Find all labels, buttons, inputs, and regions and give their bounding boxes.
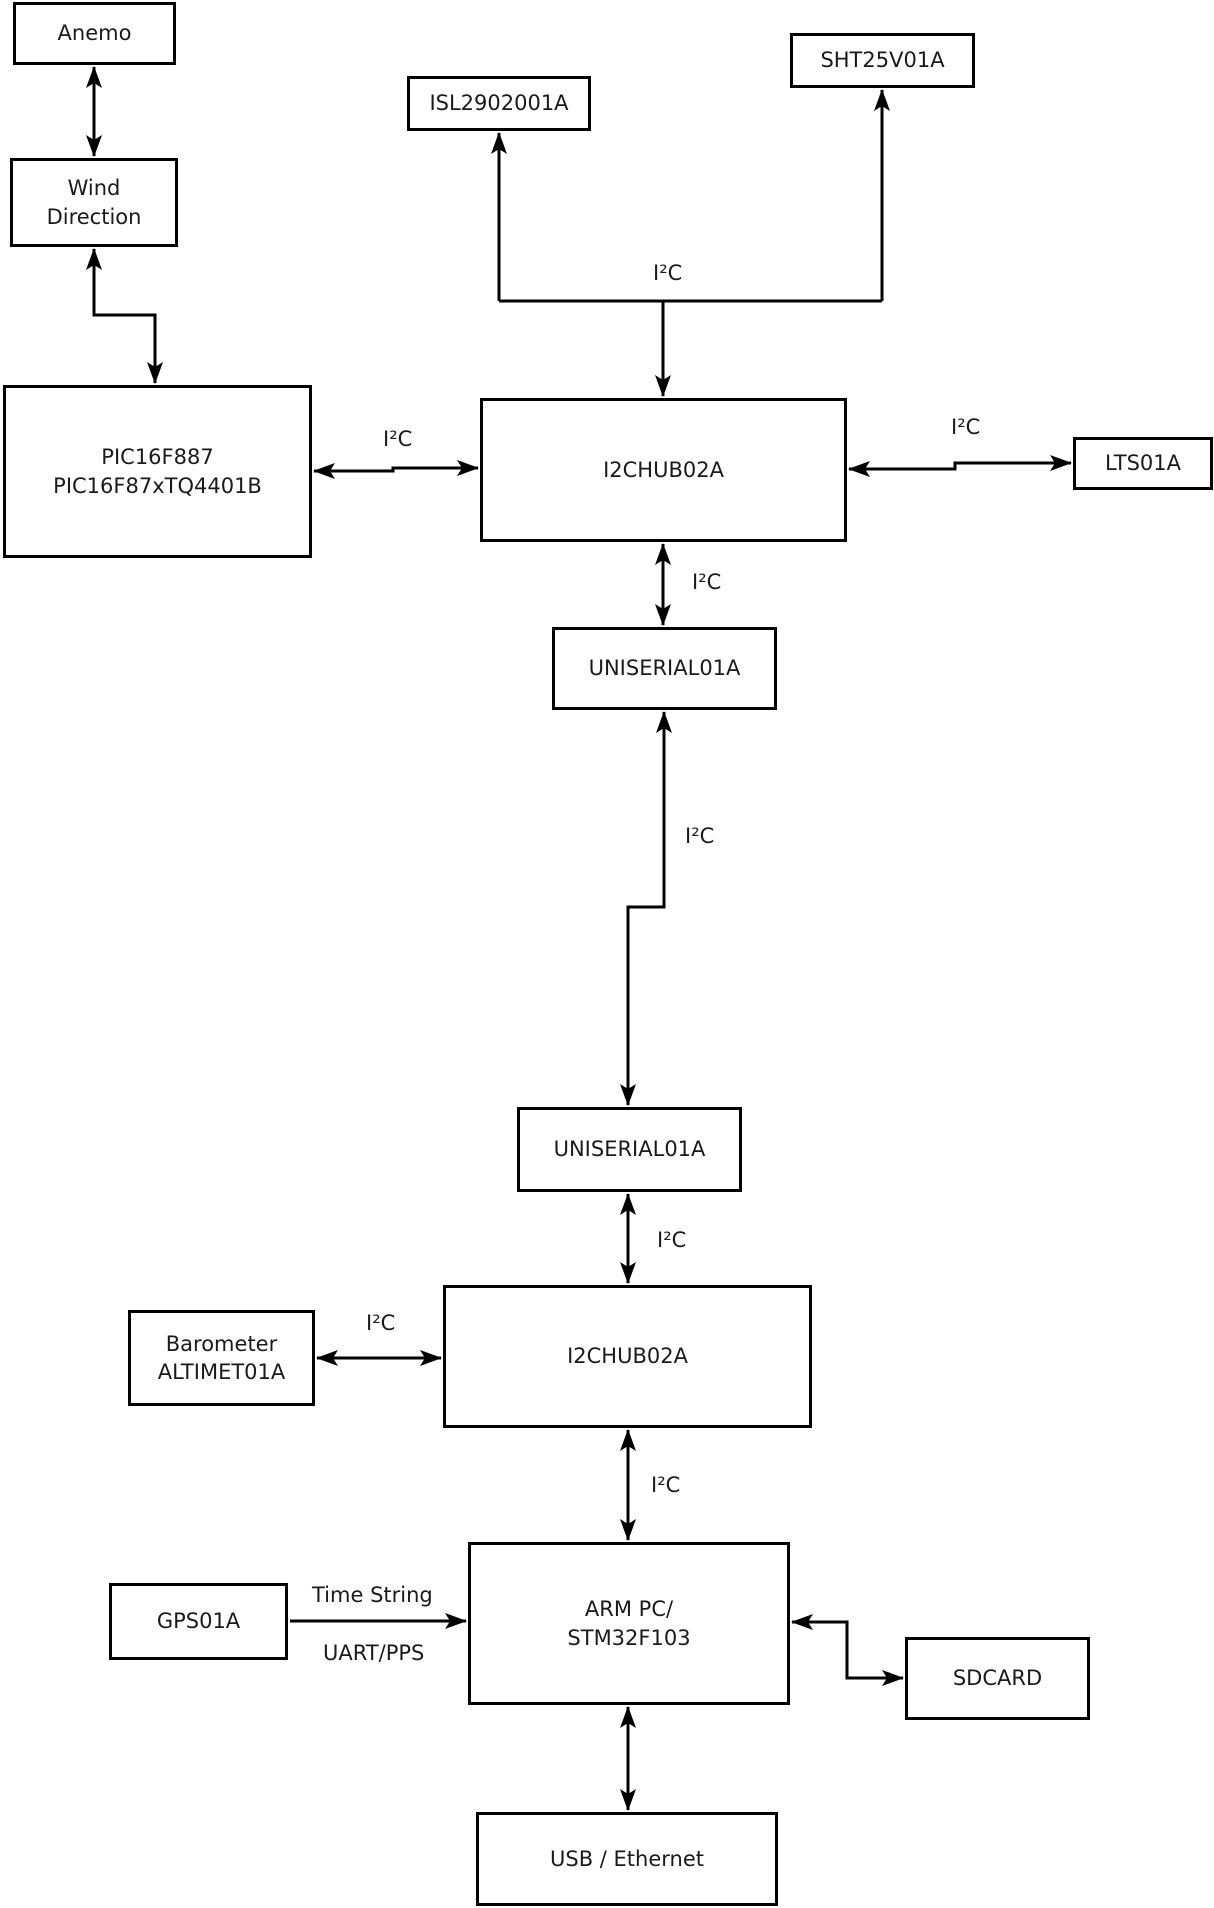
node-anemo: Anemo	[13, 2, 176, 65]
node-lts01a: LTS01A	[1073, 437, 1213, 490]
node-uniserial01a-bottom: UNISERIAL01A	[517, 1107, 742, 1192]
label-i2c-hub2-arm: I²C	[651, 1473, 681, 1497]
node-wind-direction: Wind Direction	[10, 158, 178, 247]
node-pic16f887: PIC16F887 PIC16F87xTQ4401B	[3, 385, 312, 558]
label-i2c-top-bus: I²C	[653, 261, 683, 285]
label-i2c-uniserial-hub2: I²C	[657, 1228, 687, 1252]
node-gps01a: GPS01A	[109, 1583, 288, 1660]
label-time-string: Time String	[312, 1583, 433, 1607]
edge-i2chub-lts	[848, 455, 1072, 477]
node-sht25v01a: SHT25V01A	[790, 33, 975, 88]
node-sdcard: SDCARD	[905, 1637, 1090, 1720]
node-isl2902001a: ISL2902001A	[407, 76, 591, 131]
node-usb-ethernet: USB / Ethernet	[476, 1812, 778, 1906]
label-uart-pps: UART/PPS	[323, 1641, 425, 1665]
edge-pic-i2chub	[313, 460, 479, 479]
label-i2c-pic-hub: I²C	[383, 427, 413, 451]
node-uniserial01a-top: UNISERIAL01A	[552, 627, 777, 710]
node-i2chub02a-top: I2CHUB02A	[480, 398, 847, 542]
label-i2c-hub-uniserial: I²C	[692, 570, 722, 594]
node-arm-pc-stm32f103: ARM PC/ STM32F103	[468, 1542, 790, 1705]
label-i2c-long-link: I²C	[685, 824, 715, 848]
edge-armpc-sdcard	[791, 1614, 904, 1686]
edge-winddirection-pic	[86, 248, 163, 384]
label-i2c-hub-lts: I²C	[951, 415, 981, 439]
node-barometer-altimet01a: Barometer ALTIMET01A	[128, 1310, 315, 1406]
node-i2chub02a-bottom: I2CHUB02A	[443, 1285, 812, 1428]
label-i2c-barometer-hub2: I²C	[366, 1311, 396, 1335]
edge-uniserial-uniserial	[620, 711, 672, 1106]
